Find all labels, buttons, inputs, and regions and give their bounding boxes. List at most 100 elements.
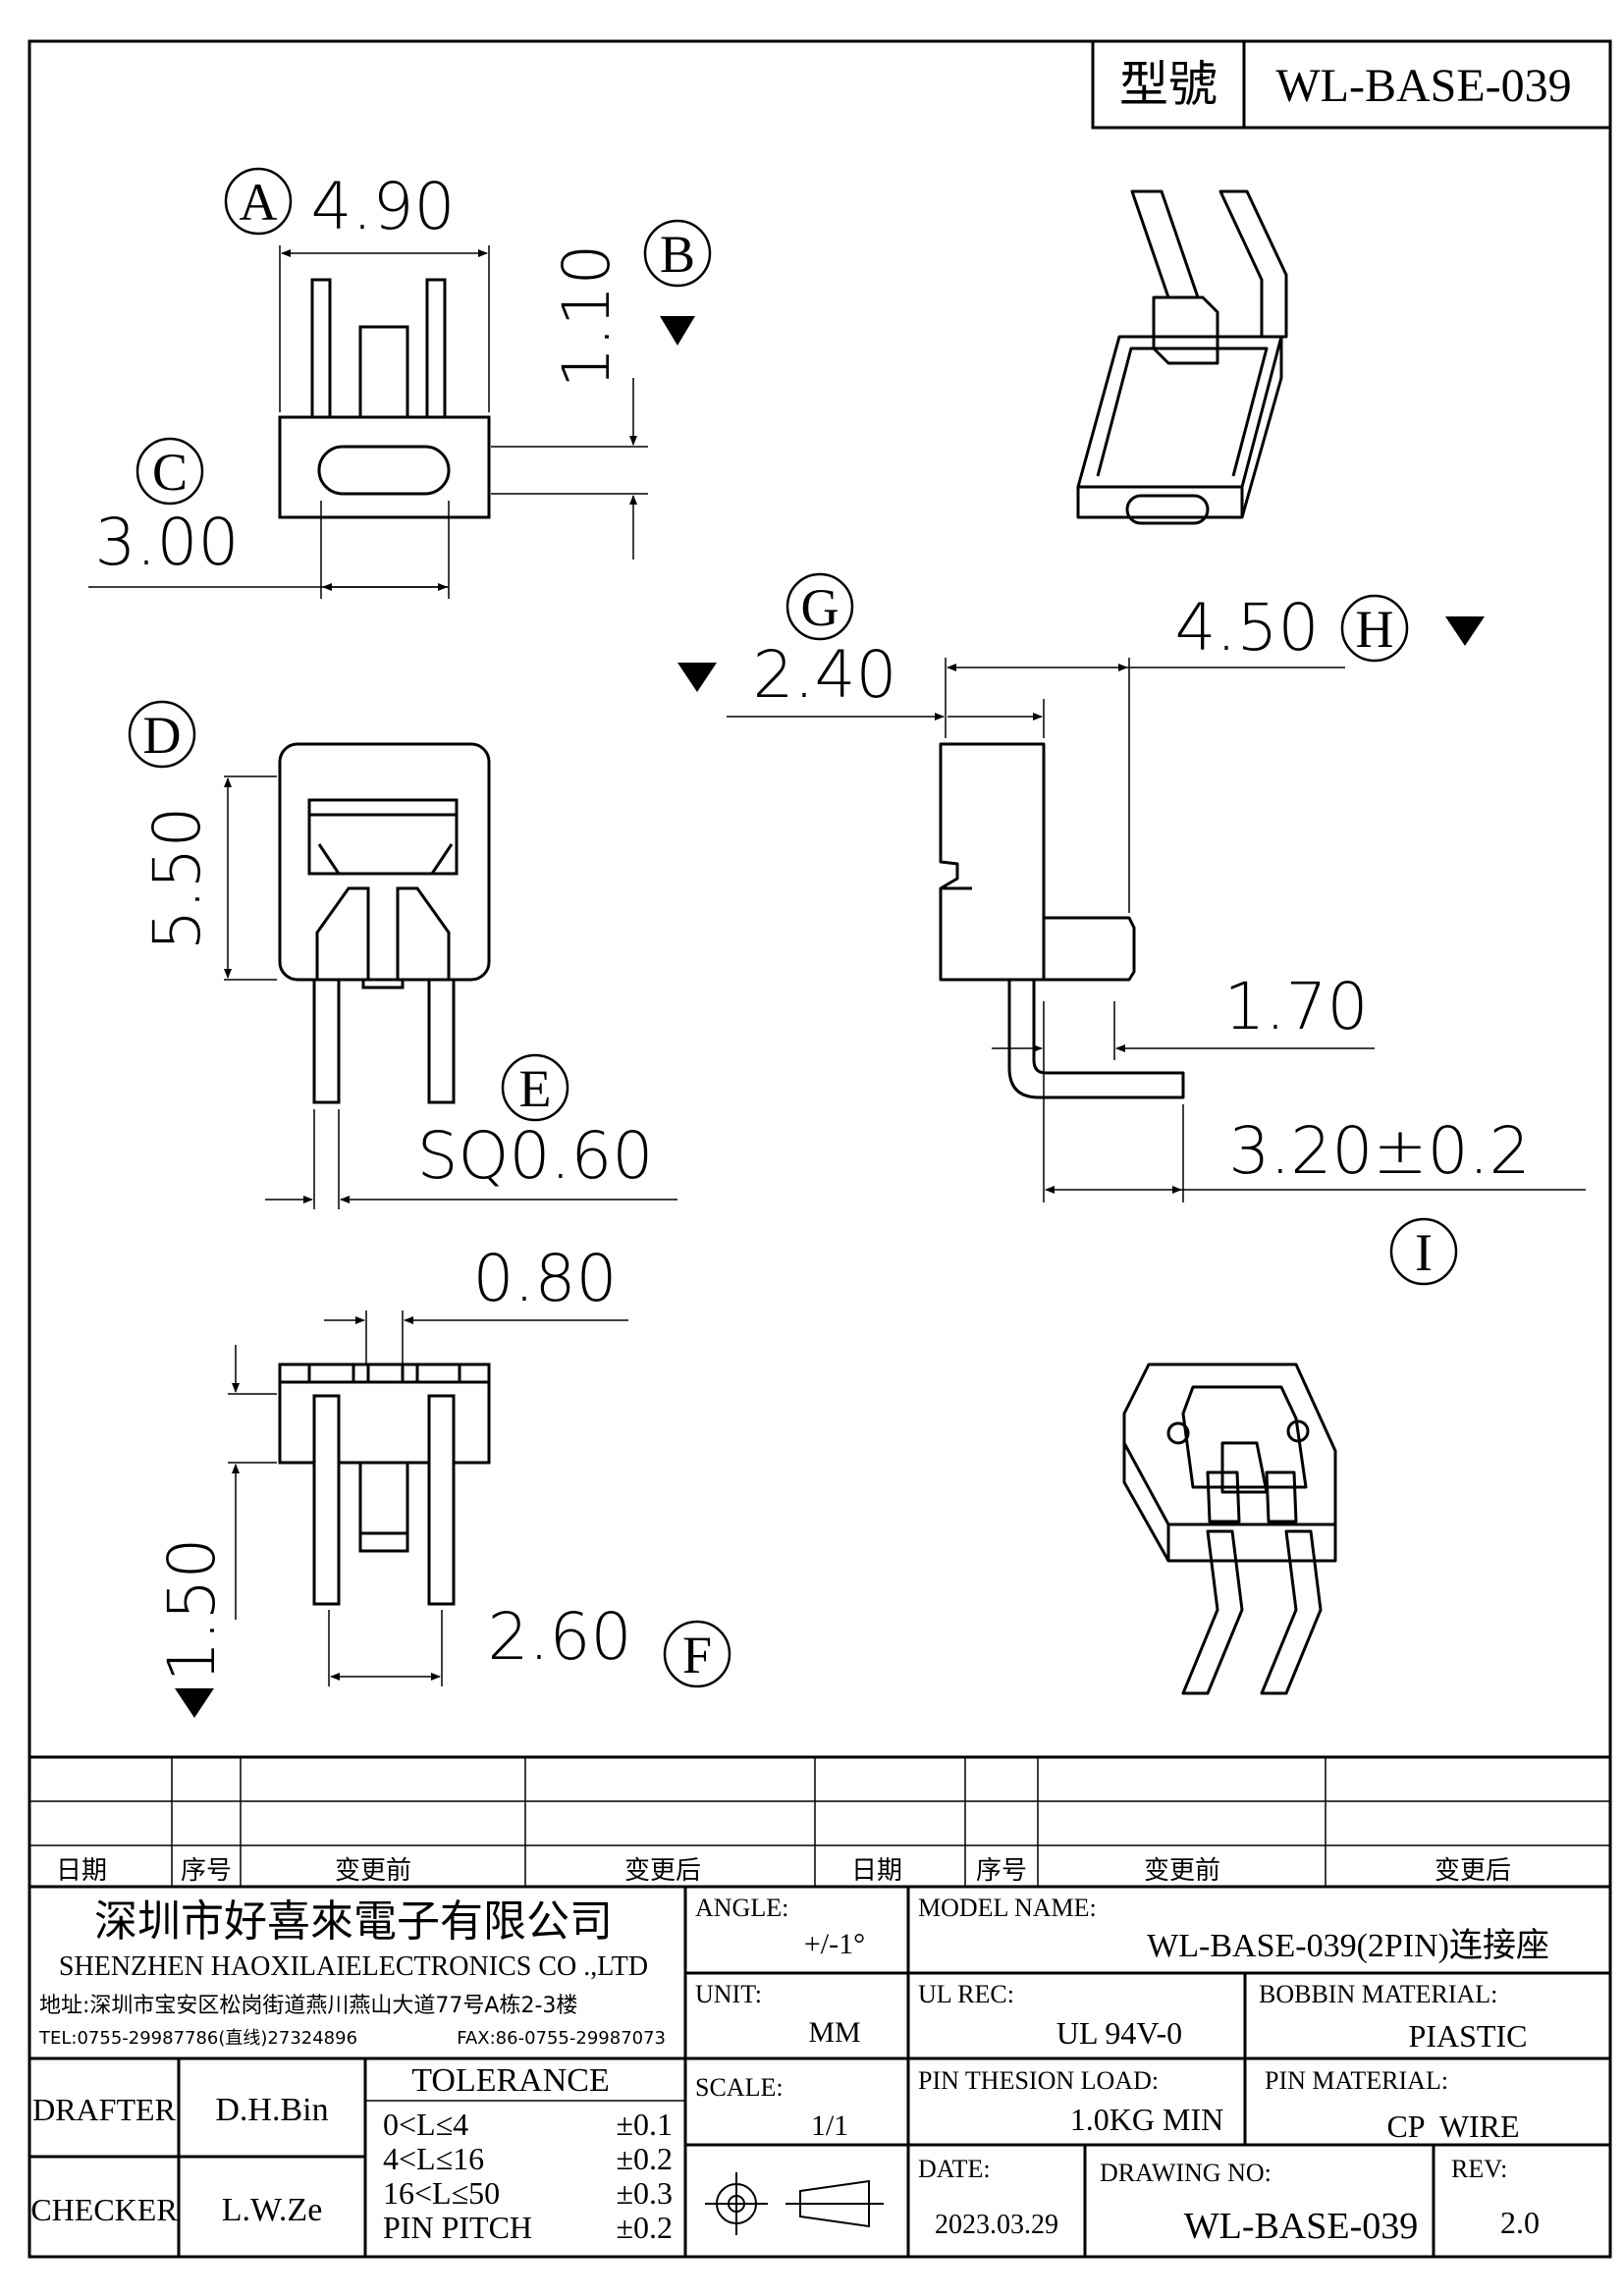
angle-label: ANGLE: [695,1894,788,1922]
projection-symbol-icon [705,2172,884,2235]
dim-d-value: 5.50 [139,807,215,951]
dim-170-value: 1.70 [1224,969,1369,1044]
bottom-view [278,1362,491,1606]
drafter-label: DRAFTER [32,2092,176,2127]
company-address: 地址:深圳市宝安区松岗街道燕川燕山大道77号A栋2-3楼 [39,1994,577,2018]
marker-i-circle [1389,1217,1458,1286]
dim-a-value: 4.90 [311,169,456,244]
tol-value-1: ±0.1 [616,2107,673,2142]
model-label: 型號 [1119,56,1218,113]
marker-b-circle [643,219,712,288]
front-view-dims [88,245,648,599]
date-value: 2023.03.29 [935,2210,1058,2240]
dim-h-value: 4.50 [1175,590,1320,666]
dim-g-value: 2.40 [753,637,897,713]
tol-value-2: ±0.2 [616,2141,673,2176]
tol-range-1: 0<L≤4 [383,2107,468,2142]
front-view [278,278,491,519]
tol-value-4: ±0.2 [616,2210,673,2245]
marker-d-circle [128,700,196,769]
rev-header-seq-1: 序号 [181,1856,232,1886]
bobbin-label: BOBBIN MATERIAL: [1259,1980,1497,2008]
marker-f: F [682,1626,712,1684]
marker-f-circle [663,1620,731,1688]
rev-header-before-1: 变更前 [335,1856,411,1886]
marker-c-circle [135,437,204,506]
front-pin-view-dims [224,775,677,1209]
pin-material-label: PIN MATERIAL: [1265,2066,1448,2095]
marker-g: G [801,578,839,637]
marker-e: E [519,1059,552,1118]
checker-label: CHECKER [30,2192,178,2227]
revision-table [29,1755,1610,1889]
marker-h-circle [1340,594,1409,663]
model-title-box: 型號 WL-BASE-039 [1091,39,1612,130]
load-value: 1.0KG MIN [1070,2102,1223,2137]
company-fax: FAX:86-0755-29987073 [457,2028,666,2049]
tolerance-title: TOLERANCE [411,2062,609,2099]
triangle-150-icon [175,1688,214,1718]
rev-value: 2.0 [1500,2205,1540,2240]
tol-range-2: 4<L≤16 [383,2141,484,2176]
company-name-cn: 深圳市好喜來電子有限公司 [94,1896,613,1947]
marker-b: B [660,225,695,284]
tol-range-3: 16<L≤50 [383,2175,500,2211]
date-label: DATE: [918,2155,991,2183]
model-name-label: MODEL NAME: [918,1894,1097,1922]
rev-label: REV: [1451,2155,1507,2183]
marker-i: I [1415,1223,1433,1282]
scale-label: SCALE: [695,2073,784,2102]
pin-material-value: CP WIRE [1386,2109,1519,2144]
unit-value: MM [808,2016,860,2049]
marker-h: H [1356,600,1394,659]
drawing-no-value: WL-BASE-039 [1184,2206,1419,2247]
marker-a: A [240,173,278,232]
dim-f-value: 2.60 [488,1599,632,1675]
iso-view-top [1076,189,1288,525]
rev-header-date-1: 日期 [56,1856,107,1886]
dim-b-value: 1.10 [549,244,624,389]
company-name-en: SHENZHEN HAOXILAIELECTRONICS CO .,LTD [59,1951,648,1982]
marker-e-circle [501,1053,569,1122]
drawing-no-label: DRAWING NO: [1100,2159,1272,2187]
drafter-value: D.H.Bin [215,2092,328,2128]
dim-320-value: 3.20±0.2 [1228,1113,1530,1189]
ul-value: UL 94V-0 [1056,2015,1182,2051]
triangle-b-icon [660,316,695,346]
rev-header-date-2: 日期 [851,1856,902,1886]
dim-080-value: 0.80 [473,1241,618,1316]
bobbin-value: PIASTIC [1409,2018,1528,2054]
rev-header-after-2: 变更后 [1435,1856,1511,1886]
side-view-dims [727,658,1586,1202]
bottom-view-dims [228,1310,628,1686]
rev-header-before-2: 变更前 [1144,1856,1220,1886]
scale-value: 1/1 [811,2109,848,2142]
load-label: PIN THESION LOAD: [918,2066,1159,2095]
marker-c: C [152,443,188,502]
marker-g-circle [785,572,854,641]
triangle-h-icon [1445,616,1485,646]
rev-header-after-1: 变更后 [624,1856,701,1886]
dim-e-value: SQ0.60 [417,1118,654,1194]
front-pin-view [278,742,491,1104]
tol-range-4: PIN PITCH [383,2210,532,2245]
dim-c-value: 3.00 [95,505,240,580]
drawing-border [27,39,1612,2259]
marker-d: D [143,706,182,765]
triangle-g-icon [677,663,717,692]
angle-value: +/-1° [804,1928,865,1960]
checker-value: L.W.Ze [222,2192,323,2228]
model-name-value: WL-BASE-039(2PIN)连接座 [1147,1927,1549,1964]
rev-header-seq-2: 序号 [976,1856,1027,1886]
unit-label: UNIT: [695,1980,762,2008]
marker-a-circle [224,167,293,236]
iso-view-bottom [1122,1362,1337,1695]
dim-150-value: 1.50 [154,1538,230,1682]
tol-value-3: ±0.3 [616,2175,673,2211]
company-tel: TEL:0755-29987786(直线)27324896 [38,2028,357,2049]
title-block-grid [29,1887,1610,2257]
ul-label: UL REC: [918,1980,1014,2008]
side-view [939,742,1185,1099]
model-value: WL-BASE-039 [1275,60,1571,112]
